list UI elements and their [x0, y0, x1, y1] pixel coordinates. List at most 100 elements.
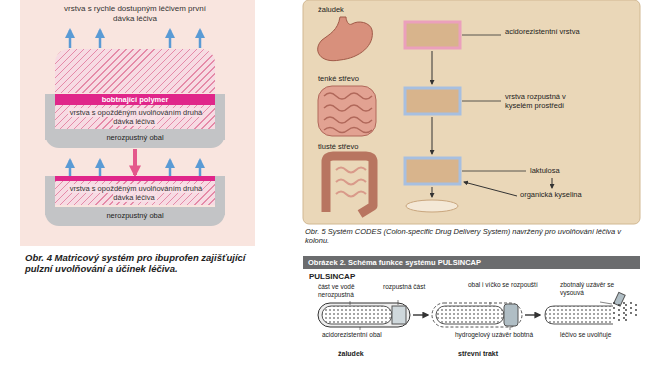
drug-particle — [623, 312, 625, 314]
scheme-title: PULSINCAP — [309, 272, 389, 282]
stage-name: žaludek — [338, 350, 398, 358]
release-arrows — [199, 160, 202, 176]
organ-name: žaludek — [318, 5, 388, 14]
leader-lines — [490, 302, 491, 305]
leader-lines — [350, 301, 351, 305]
hydrogel-plug — [614, 292, 625, 306]
callout-label: léčivo se uvolňuje — [560, 331, 635, 339]
drug-particle — [630, 307, 632, 309]
capsule-coat — [432, 303, 522, 327]
tablet-box — [405, 22, 460, 48]
drug-particle — [618, 304, 620, 306]
drug-particle — [613, 307, 615, 309]
leader-lines — [398, 300, 399, 305]
hatched-layer — [55, 49, 215, 93]
delayed-release-layer: vrstva s opožděným uvolňováním druhá dáv… — [55, 105, 215, 129]
drug-particle — [618, 319, 620, 321]
leader-lines — [510, 327, 511, 330]
leader-lines — [350, 300, 612, 330]
figure-caption: Obr. 5 Systém CODES (Colon-specific Drug… — [305, 227, 635, 245]
text-patch: vrstva s opožděným uvolňováním druhá dáv… — [68, 108, 203, 126]
release-arrows — [99, 160, 102, 176]
callout-label: laktulosa — [530, 166, 590, 175]
node-text: Obrázek 2. Schéma funkce systému PULSINC… — [308, 256, 635, 269]
stage-name: střevní trakt — [458, 350, 528, 358]
panel-ground — [303, 0, 640, 224]
drug-particle — [623, 317, 625, 319]
flow-arrows — [432, 51, 552, 197]
intestine-coils — [336, 168, 366, 197]
pulsincap-scheme — [318, 292, 637, 330]
step-arrows — [413, 314, 428, 315]
node-text: vrstva s rychle dostupným léčivem první … — [55, 4, 215, 49]
callout-label: část ve vodě nerozpustná — [318, 283, 380, 299]
leader-lines — [462, 171, 526, 172]
insoluble-shell: nerozpustný obal — [45, 207, 225, 226]
flow-arrows — [552, 178, 553, 188]
capsule-body — [322, 306, 392, 324]
node-text: bobtnající polymer — [55, 94, 215, 105]
callout-label: hydrogelový uzávěr bobtná — [455, 331, 545, 339]
figure-caption: Obr. 4 Matricový systém pro ibuprofen za… — [25, 252, 250, 275]
release-arrows — [69, 160, 72, 176]
codes-panel — [303, 0, 640, 224]
flow-arrows — [432, 187, 433, 197]
flow-arrows — [432, 117, 433, 154]
released-drug — [613, 302, 637, 321]
node-text: nerozpustný obal — [49, 211, 221, 220]
callout-label: zbotnalý uzávěr se vysouvá — [560, 281, 638, 297]
drug-particle — [613, 302, 615, 304]
drug-particle — [635, 304, 637, 306]
callout-label: organická kyselina — [520, 190, 620, 199]
drug-particle — [613, 312, 615, 314]
node-text: vrstva s opožděným uvolňováním druhá dáv… — [59, 184, 211, 202]
drug-particle — [625, 304, 627, 306]
drug-particle — [635, 309, 637, 311]
matrix-panel — [20, 0, 255, 246]
delayed-release-layer: vrstva s opožděným uvolňováním druhá dáv… — [55, 176, 215, 205]
flow-arrow — [133, 149, 137, 175]
flow-arrows — [464, 182, 517, 196]
hydrogel-plug — [504, 304, 518, 326]
drug-particle — [623, 302, 625, 304]
leader-lines — [462, 35, 501, 36]
text-patch: vrstva s opožděným uvolňováním druhá dáv… — [68, 184, 203, 202]
leader-lines — [462, 101, 501, 102]
callout-label: rozpustná část — [383, 283, 428, 291]
drug-particle — [635, 314, 637, 316]
callout-label: obal i víčko se rozpouští — [468, 281, 543, 289]
capsule-body — [545, 306, 613, 324]
capsule-coat — [318, 303, 410, 327]
release-arrows — [169, 30, 172, 48]
tablet-box — [405, 88, 460, 114]
tablet-box — [405, 158, 460, 184]
drug-particle — [630, 312, 632, 314]
small-intestine — [318, 86, 376, 136]
swelling-polymer-band: bobtnající polymer — [55, 94, 215, 105]
drug-particle — [625, 314, 627, 316]
organ-name: tlusté střevo — [318, 142, 393, 151]
leader-lines — [600, 302, 612, 304]
step-arrows — [525, 314, 540, 315]
header-band: Obrázek 2. Schéma funkce systému PULSINC… — [303, 256, 640, 269]
release-arrows — [169, 160, 172, 176]
organ-name: tenké střevo — [318, 74, 393, 83]
release-arrows — [69, 30, 72, 48]
node-text: vrstva s opožděným uvolňováním druhá dáv… — [59, 108, 211, 126]
large-intestine — [326, 156, 373, 214]
node-text: nerozpustný obal — [49, 133, 221, 142]
hydrogel-plug — [392, 306, 406, 324]
leader-lines — [360, 327, 361, 330]
drug-particle — [625, 309, 627, 311]
fast-release-layer: vrstva s rychle dostupným léčivem první … — [55, 4, 215, 93]
drug-particle — [618, 314, 620, 316]
drug-particle — [625, 319, 627, 321]
stomach — [318, 17, 373, 61]
flow-arrows — [432, 51, 433, 84]
drug-particle — [618, 309, 620, 311]
callout-label: vrstva rozpustná v kyselém prostředí — [505, 92, 593, 110]
released-drug — [406, 200, 458, 212]
